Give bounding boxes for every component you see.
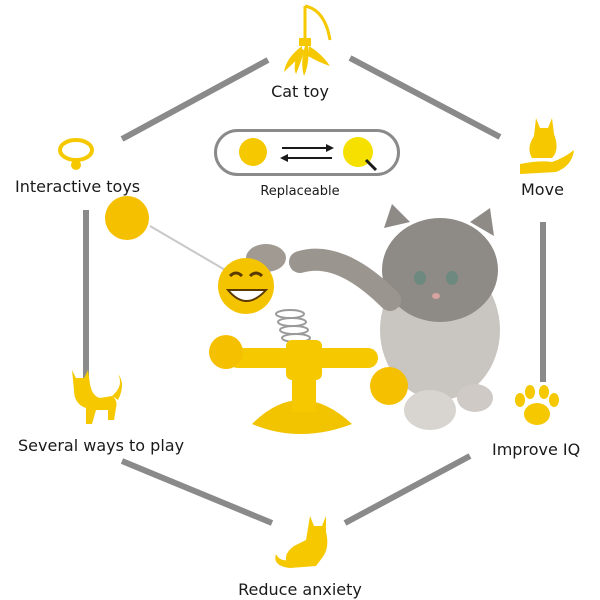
arm-ball-left bbox=[209, 335, 243, 369]
emoji-ball bbox=[218, 258, 274, 314]
frame-line-top-left bbox=[120, 57, 270, 142]
replaceable-diagram bbox=[239, 137, 378, 172]
label-replaceable: Replaceable bbox=[260, 184, 340, 199]
spring bbox=[275, 309, 311, 343]
feather-teaser-icon bbox=[284, 4, 332, 76]
paw-print-icon bbox=[515, 385, 559, 425]
walking-cat-icon bbox=[72, 370, 122, 424]
label-cat-toy: Cat toy bbox=[271, 82, 329, 101]
string-ball bbox=[105, 196, 149, 240]
cat-collar-icon bbox=[58, 138, 94, 170]
arm-ball-right bbox=[370, 367, 408, 405]
replaceable-box bbox=[214, 129, 400, 176]
feather-ball-icon bbox=[343, 137, 378, 172]
label-interactive-toys: Interactive toys bbox=[15, 177, 141, 196]
label-move: Move bbox=[521, 180, 564, 199]
label-several-ways-to-play: Several ways to play bbox=[18, 436, 185, 455]
kitten bbox=[246, 204, 500, 430]
sitting-cat-icon bbox=[275, 516, 328, 568]
label-improve-iq: Improve IQ bbox=[492, 440, 581, 459]
product-photo bbox=[105, 196, 500, 434]
frame-line-top-right bbox=[348, 55, 502, 140]
frame-line-bottom-right bbox=[343, 453, 472, 526]
label-reduce-anxiety: Reduce anxiety bbox=[238, 580, 362, 599]
swap-arrows-icon bbox=[280, 144, 334, 162]
frame-line-bottom-left bbox=[120, 458, 274, 526]
suction-cup bbox=[252, 400, 352, 434]
cat-on-hand-icon bbox=[520, 118, 574, 174]
hexagon-frame bbox=[83, 55, 546, 526]
ball-icon bbox=[239, 138, 267, 166]
